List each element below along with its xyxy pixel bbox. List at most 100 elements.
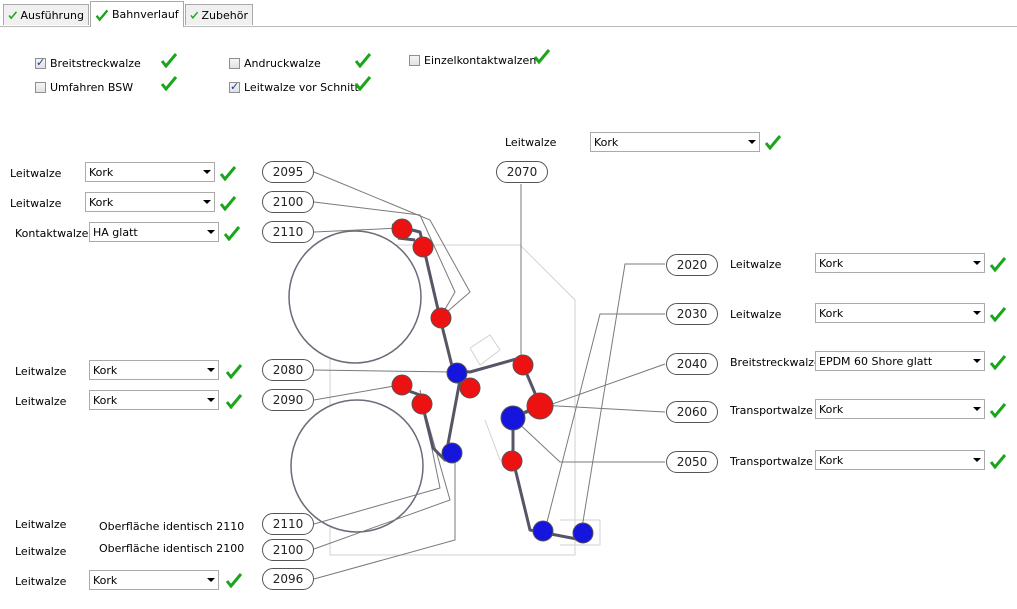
select-value: EPDM 60 Shore glatt [819,355,933,368]
green-check-icon [219,196,237,211]
position-badge: 2060 [666,401,718,423]
roller-material-select[interactable]: Kork [590,132,760,152]
position-badge: 2100 [262,191,314,213]
option-label-einzelkontaktwalzen: Einzelkontaktwalzen [424,54,537,67]
green-check-icon [989,454,1007,469]
green-check-icon [989,307,1007,322]
green-check-icon [95,9,109,22]
green-check-icon [764,135,782,150]
roller-material-select[interactable]: Kork [89,360,219,380]
green-check-icon [533,49,551,64]
green-check-icon [223,226,241,241]
roller-label: Leitwalze [505,136,557,149]
select-value: Kork [89,166,114,179]
position-badge: 2050 [666,451,718,473]
select-value: Kork [594,136,619,149]
roller-material-select[interactable]: HA glatt [89,222,219,242]
tab-bar: Ausführung Bahnverlauf Zubehör [0,0,1017,27]
green-check-icon [219,166,237,181]
green-check-icon [225,364,243,379]
chevron-down-icon [203,170,211,174]
select-value: Kork [819,403,844,416]
position-badge: 2096 [262,568,314,590]
select-value: Kork [89,196,114,209]
drum-lower [290,399,424,533]
roller-material-select[interactable]: Kork [815,303,985,323]
green-check-icon [160,53,178,68]
leader-lines [313,171,666,580]
roller-label: Leitwalze [15,518,67,531]
green-check-icon [8,11,18,20]
roller-label: Leitwalze [10,167,62,180]
green-check-icon [989,355,1007,370]
green-check-icon [225,394,243,409]
roller-material-select[interactable]: Kork [85,192,215,212]
position-badge: 2095 [262,161,314,183]
checkbox-breitstreckwalze[interactable]: ✓ [35,56,46,69]
option-label-umfahren-bsw: Umfahren BSW [50,81,134,94]
checkbox-leitwalze-vor-schnitt[interactable]: ✓ [229,80,240,93]
select-value: Kork [93,394,118,407]
tab-label: Zubehör [201,8,248,22]
position-badge: 2110 [262,221,314,243]
position-badge: 2030 [666,303,718,325]
chevron-down-icon [203,200,211,204]
chevron-down-icon [973,359,981,363]
roller-label: Leitwalze [15,365,67,378]
roller-label: Leitwalze [730,258,782,271]
select-value: Kork [93,364,118,377]
roller-label: Transportwalze [730,455,813,468]
green-check-icon [989,403,1007,418]
roller-material-select[interactable]: Kork [815,399,985,419]
roller-label: Kontaktwalze [15,227,89,240]
tab-ausfuehrung[interactable]: Ausführung [3,4,89,25]
option-label-andruckwalze: Andruckwalze [244,57,321,70]
green-check-icon [354,53,372,68]
chevron-down-icon [973,311,981,315]
checkbox-andruckwalze[interactable] [229,58,240,69]
select-value: HA glatt [93,226,138,239]
select-value: Kork [819,454,844,467]
position-badge: 2100 [262,539,314,561]
green-check-icon [160,76,178,91]
position-badge: 2110 [262,513,314,535]
surface-note: Oberfläche identisch 2100 [99,542,245,555]
chevron-down-icon [973,261,981,265]
chevron-down-icon [207,578,215,582]
chevron-down-icon [207,398,215,402]
roller-material-select[interactable]: EPDM 60 Shore glatt [815,351,985,371]
surface-note: Oberfläche identisch 2110 [99,520,245,533]
green-check-icon [354,76,372,91]
roller-label: Leitwalze [730,308,782,321]
option-label-leitwalze-vor-schnitt: Leitwalze vor Schnitt [244,81,359,94]
chevron-down-icon [973,407,981,411]
roller-material-select[interactable]: Kork [85,162,215,182]
select-value: Kork [819,307,844,320]
drum-upper [288,230,422,364]
tab-bahnverlauf[interactable]: Bahnverlauf [90,1,184,27]
green-check-icon [225,573,243,588]
roller-label: Leitwalze [15,395,67,408]
position-badge: 2070 [496,161,548,183]
select-value: Kork [819,257,844,270]
web-path [391,223,583,542]
chevron-down-icon [748,140,756,144]
rollers [391,218,594,544]
checkbox-umfahren-bsw[interactable] [35,82,46,93]
position-badge: 2020 [666,254,718,276]
roller-material-select[interactable]: Kork [815,450,985,470]
tab-zubehoer[interactable]: Zubehör [185,4,253,25]
position-badge: 2040 [666,353,718,375]
roller-label: Leitwalze [15,545,67,558]
roller-label: Leitwalze [10,197,62,210]
checkbox-einzelkontaktwalzen[interactable] [409,55,420,66]
chevron-down-icon [973,458,981,462]
roller-material-select[interactable]: Kork [89,570,219,590]
roller-label: Leitwalze [15,575,67,588]
roller-material-select[interactable]: Kork [815,253,985,273]
roller-material-select[interactable]: Kork [89,390,219,410]
chevron-down-icon [207,230,215,234]
option-label-breitstreckwalze: Breitstreckwalze [50,57,141,70]
select-value: Kork [93,574,118,587]
